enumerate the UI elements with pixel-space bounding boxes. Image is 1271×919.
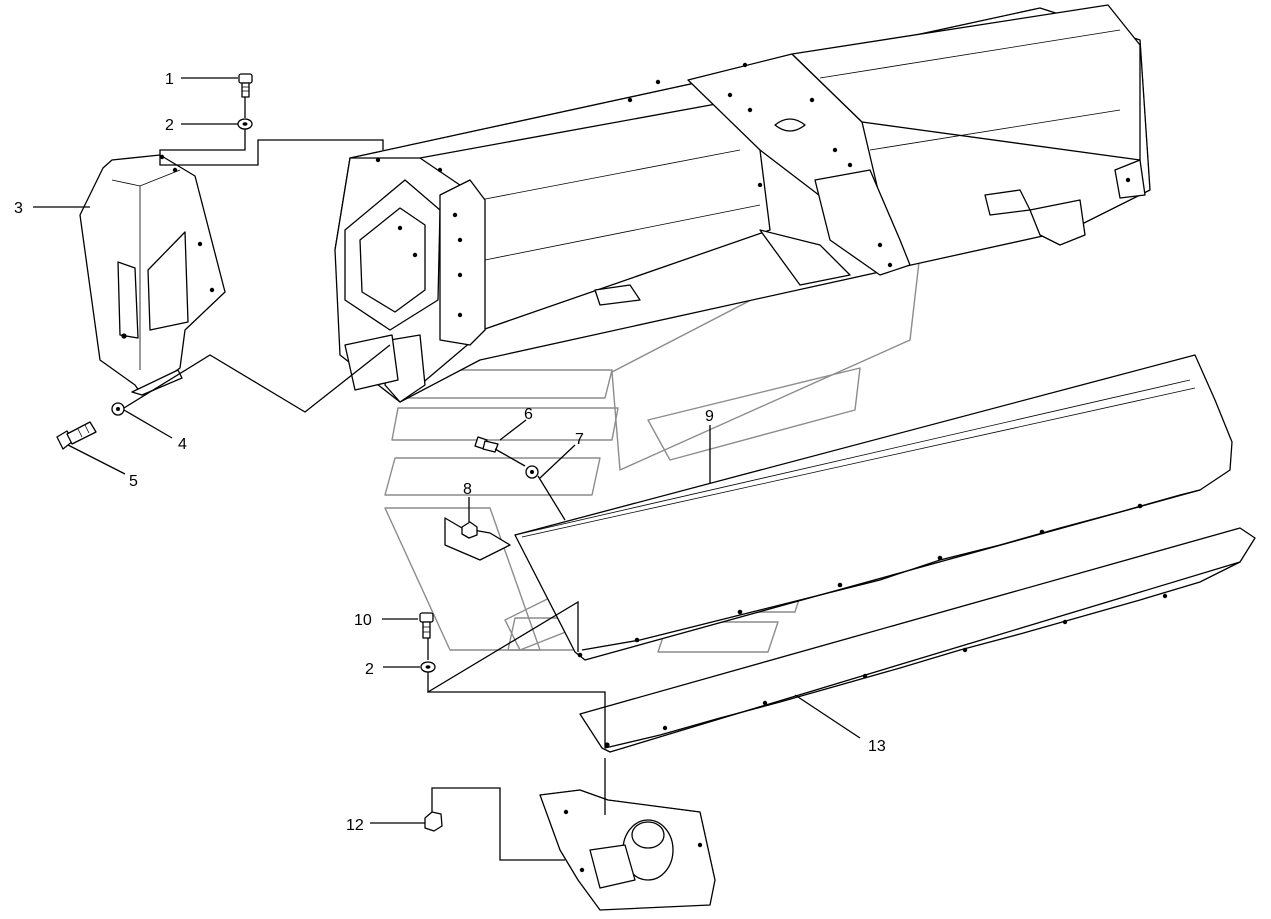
callout-12: 12	[346, 817, 364, 834]
trough-edge-holes	[577, 503, 1143, 658]
washer-part-2-top	[237, 118, 253, 130]
nut-part-8	[444, 517, 511, 561]
callout-9: 9	[705, 408, 714, 425]
callout-6: 6	[524, 406, 533, 423]
shield-part-3	[79, 154, 226, 396]
main-frame-housing	[334, 4, 1151, 403]
callout-8: 8	[463, 481, 472, 498]
nut-part-12	[424, 811, 443, 832]
frame-bolt-holes	[375, 62, 1131, 318]
strip-edge-holes	[604, 593, 1168, 748]
bolt-part-10	[419, 612, 434, 639]
washer-part-2-bottom	[420, 661, 436, 673]
bolt-part-1	[238, 73, 253, 98]
callout-7: 7	[575, 431, 584, 448]
callout-2-top: 2	[165, 117, 174, 134]
callout-labels: 1 2 3 4 5 6 7 8 9 10 2 12 13	[14, 71, 886, 834]
callout-4: 4	[178, 436, 187, 453]
callout-2-bottom: 2	[365, 661, 374, 678]
washer-part-4	[111, 402, 125, 416]
strip-part-13	[579, 527, 1256, 753]
callout-1: 1	[165, 71, 174, 88]
washer-part-7	[525, 465, 539, 479]
lower-bracket-assembly	[539, 789, 716, 911]
callout-5: 5	[129, 473, 138, 490]
callout-10: 10	[354, 612, 372, 629]
leader-lines	[33, 77, 861, 861]
bolt-part-6	[474, 436, 499, 453]
callout-13: 13	[868, 738, 886, 755]
callout-3: 3	[14, 200, 23, 217]
bolt-part-5	[56, 421, 97, 450]
trough-part-9	[514, 354, 1233, 661]
